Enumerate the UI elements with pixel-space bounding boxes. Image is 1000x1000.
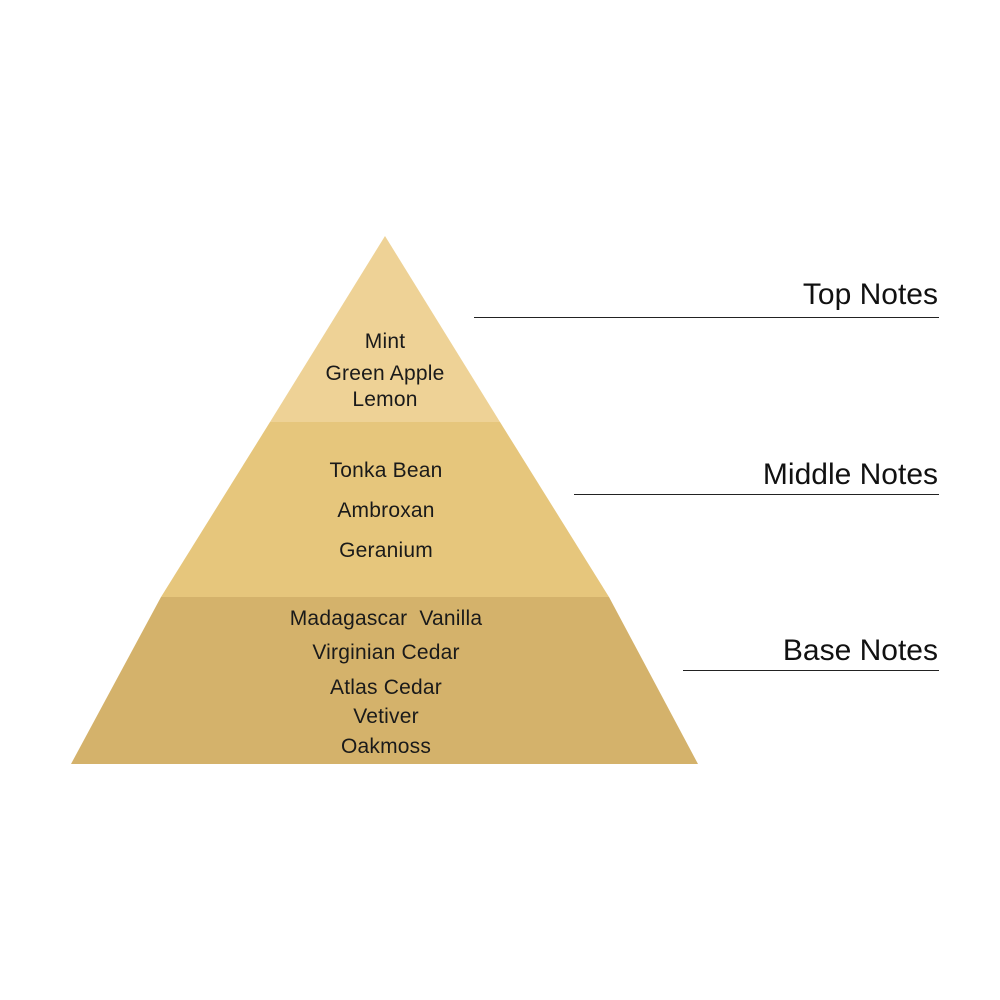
top-notes-label: Top Notes bbox=[802, 278, 938, 311]
top-note-mint: Mint bbox=[364, 330, 406, 353]
base-note-atlas-cedar: Atlas Cedar bbox=[330, 676, 442, 699]
middle-tier-band bbox=[161, 422, 609, 597]
base-note-oakmoss: Oakmoss bbox=[340, 735, 432, 758]
top-notes-rule bbox=[474, 317, 939, 318]
middle-note-geranium: Geranium bbox=[339, 539, 433, 562]
base-notes-label: Base Notes bbox=[782, 634, 938, 667]
top-note-green-apple: Green Apple bbox=[325, 362, 445, 385]
top-tier-band bbox=[270, 236, 500, 422]
base-notes-rule bbox=[683, 670, 939, 671]
base-tier-band bbox=[71, 597, 698, 764]
middle-notes-label: Middle Notes bbox=[762, 458, 938, 491]
base-note-virginian-cedar: Virginian Cedar bbox=[312, 641, 460, 664]
middle-note-ambroxan: Ambroxan bbox=[337, 499, 435, 522]
middle-notes-rule bbox=[574, 494, 939, 495]
top-note-lemon: Lemon bbox=[352, 388, 418, 411]
base-note-madagascar-vanilla: Madagascar Vanilla bbox=[289, 607, 483, 630]
middle-note-tonka-bean: Tonka Bean bbox=[329, 459, 443, 482]
base-note-vetiver: Vetiver bbox=[353, 705, 419, 728]
